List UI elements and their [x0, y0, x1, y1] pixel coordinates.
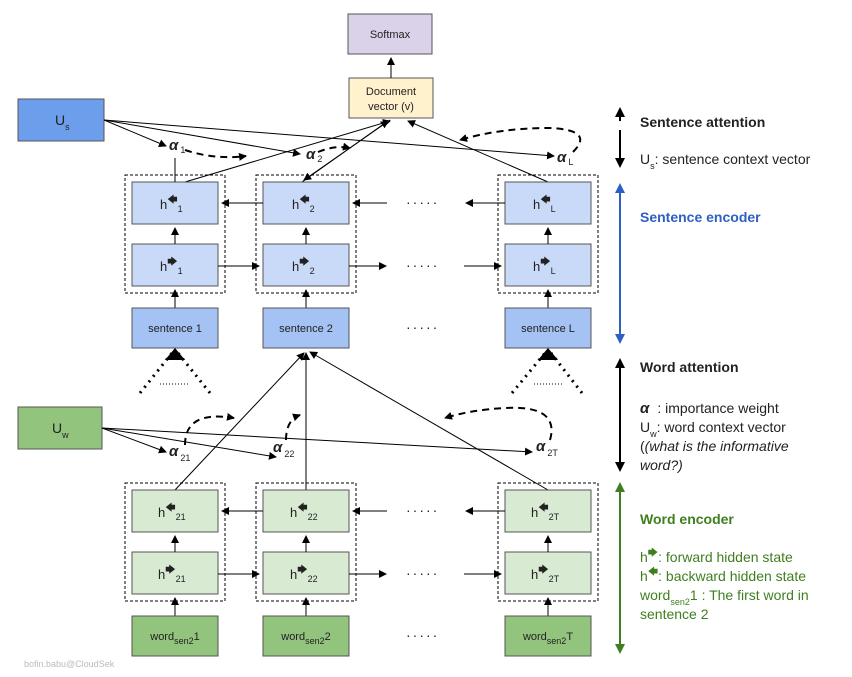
h-fwd-sent-L [504, 243, 592, 287]
sentence-encoder-group-1 [124, 174, 226, 294]
sent-ellipsis-mid: ····· [406, 257, 439, 273]
uw-to-alpha2T [101, 427, 533, 456]
h21-to-sentence2 [174, 352, 305, 491]
sent-attn-dash-2 [317, 142, 351, 153]
h2T-to-sentence2 [309, 351, 549, 491]
sentence-2-box [262, 307, 350, 349]
sent-attn-dash-1 [184, 149, 247, 161]
word-T-label: wordsen2T [522, 631, 573, 646]
word-1-label: wordsen21 [149, 631, 200, 646]
us-description: Us: sentence context vector [640, 151, 811, 171]
fwd-description: h🡆: forward hidden state [640, 548, 793, 565]
hL-to-doc [407, 120, 549, 183]
word-encoder-group-22 [255, 482, 357, 602]
us-to-alphaL [103, 119, 555, 160]
sentence-L-label: sentence L [521, 323, 575, 335]
h-bwd-sent-1-label: h🡄1 [160, 195, 183, 214]
word-2-box [262, 615, 350, 657]
h-bwd-word-2T-label: h🡄2T [531, 503, 560, 522]
h-fwd-sent-1 [131, 243, 219, 287]
h-bwd-sent-1 [131, 181, 219, 225]
sentence-1-box [131, 307, 219, 349]
h-bwd-sent-L-label: h🡄L [533, 195, 556, 214]
word-encoder-group-2T [497, 482, 599, 602]
sentence-attention-title: Sentence attention [640, 114, 765, 130]
uw-label: Uw [52, 420, 69, 440]
document-label-1: Document [366, 86, 416, 98]
uw-box [17, 406, 103, 450]
h-fwd-sent-L-label: h🡆L [533, 257, 556, 276]
sent-ellipsis-top: ····· [406, 194, 439, 210]
question-line-1: ((what is the informative [640, 438, 789, 454]
h-fwd-word-21-label: h🡆21 [158, 565, 186, 584]
h-bwd-sent-2-label: h🡄2 [292, 195, 315, 214]
h-fwd-word-2T-label: h🡆2T [531, 565, 560, 584]
uw-description: Uw: word context vector [640, 419, 786, 439]
sentence-encoder-title: Sentence encoder [640, 209, 761, 225]
word-T-box [504, 615, 592, 657]
h-fwd-word-21 [131, 551, 219, 595]
bwd-description: h🡄: backward hidden state [640, 567, 806, 584]
word-attn-dash-22 [285, 413, 301, 441]
alpha-description: α: importance weight [640, 400, 779, 417]
h-bwd-word-22 [262, 489, 350, 533]
word-encoder-title: Word encoder [640, 511, 734, 527]
h-fwd-word-22-label: h🡆22 [290, 565, 318, 584]
softmax-box [347, 13, 433, 55]
sentence-encoder-group-2 [255, 174, 357, 294]
watermark: bofin.babu@CloudSek [24, 659, 115, 669]
h1-to-doc [184, 119, 391, 183]
us-to-alpha1 [103, 119, 167, 147]
us-label: Us [55, 112, 70, 132]
uw-to-alpha22 [101, 427, 277, 460]
word-2-label: wordsen22 [280, 631, 331, 646]
word-encoder-group-21 [124, 482, 226, 602]
softmax-label: Softmax [370, 29, 411, 41]
sent-h-labels: h🡄1 h🡆1 h🡄2 h🡆2 h🡄L h🡆L [160, 195, 556, 276]
sentence-L-box [504, 307, 592, 349]
h-fwd-word-2T [504, 551, 592, 595]
sentence-encoder-group-L [497, 174, 599, 294]
sentence-1-label: sentence 1 [148, 323, 202, 335]
h-bwd-sent-2 [262, 181, 350, 225]
h-bwd-word-2T [504, 489, 592, 533]
h-bwd-word-22-label: h🡄22 [290, 503, 318, 522]
uw-to-alpha21 [101, 427, 167, 454]
word-attn-dash-2T [444, 406, 553, 441]
word-description-2: sentence 2 [640, 606, 709, 622]
document-label-2: vector (v) [368, 101, 414, 113]
word-ellipsis-top: ····· [406, 502, 439, 518]
word-h-labels: h🡄21 h🡆21 h🡄22 h🡆22 h🡄2T h🡆2T [158, 503, 560, 584]
h-bwd-sent-L [504, 181, 592, 225]
sent-attn-dash-L [459, 126, 582, 153]
h-fwd-word-22 [262, 551, 350, 595]
us-box [17, 98, 105, 142]
us-to-alpha2 [103, 119, 301, 157]
sentence-2-label: sentence 2 [279, 323, 333, 335]
question-line-2: word?) [640, 457, 683, 473]
h-bwd-word-21-label: h🡄21 [158, 503, 186, 522]
word-1-box [131, 615, 219, 657]
document-vector-box [348, 77, 434, 119]
word-ellipsis-mid: ····· [406, 565, 439, 581]
word-ellipsis: ····· [406, 627, 439, 643]
h-bwd-word-21 [131, 489, 219, 533]
sentence-ellipsis: ····· [406, 319, 439, 335]
h-fwd-sent-2 [262, 243, 350, 287]
word-attention-title: Word attention [640, 359, 739, 375]
sentence-L-triangle [510, 348, 584, 394]
sentence-1-triangle [138, 348, 212, 394]
doc-to-h2-arrow [303, 119, 391, 181]
h-fwd-sent-1-label: h🡆1 [160, 257, 183, 276]
word-description: wordsen21 : The first word in [639, 587, 809, 607]
h-fwd-sent-2-label: h🡆2 [292, 257, 315, 276]
word-attn-dash-21 [184, 412, 235, 446]
